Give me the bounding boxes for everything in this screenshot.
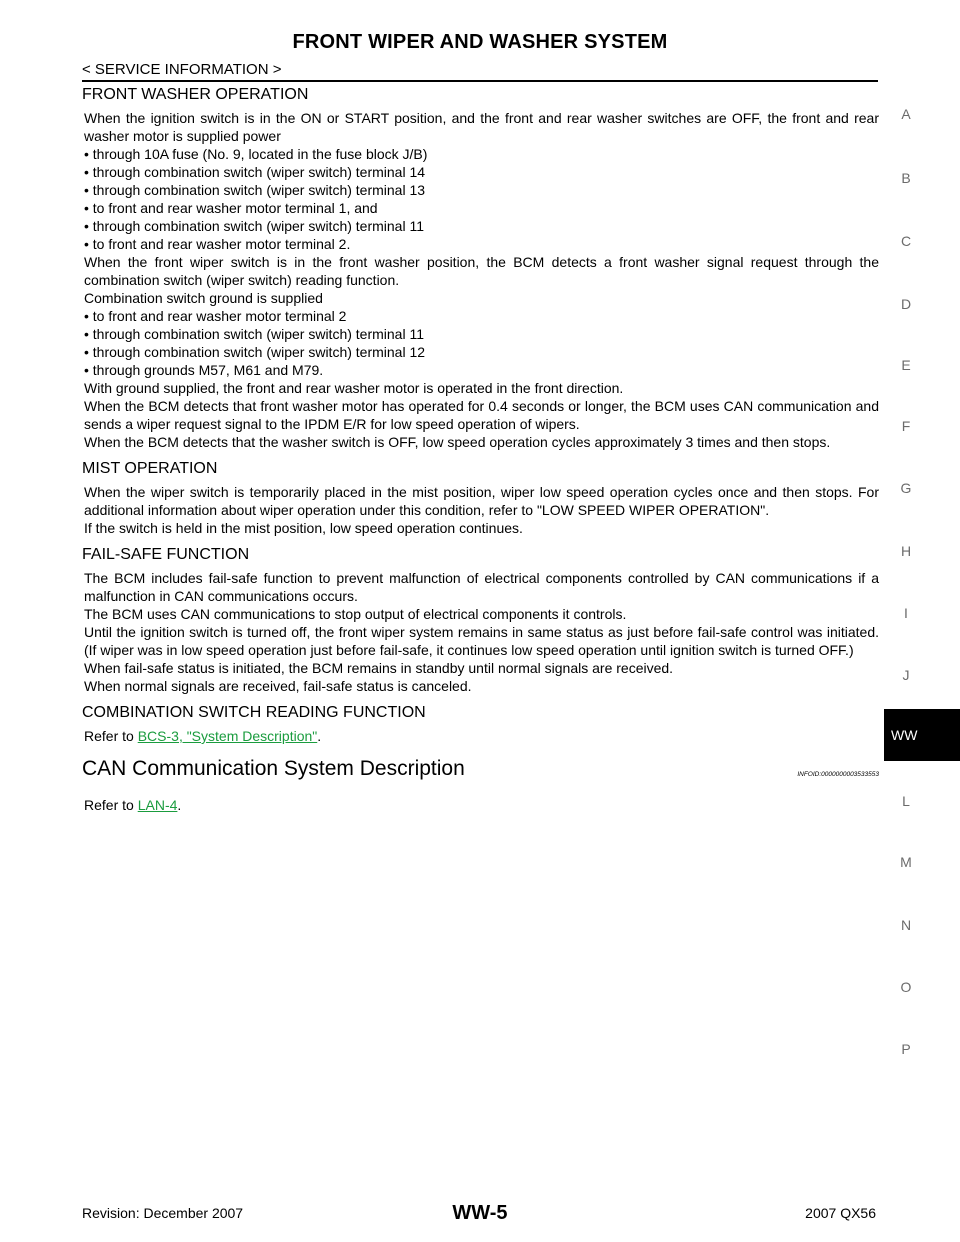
- index-tab-l[interactable]: L: [902, 793, 910, 809]
- mist-body: When the wiper switch is temporarily pla…: [82, 483, 879, 537]
- bullet-item: • through combination switch (wiper swit…: [84, 326, 424, 342]
- page-title: FRONT WIPER AND WASHER SYSTEM: [292, 31, 668, 53]
- paragraph: With ground supplied, the front and rear…: [84, 380, 624, 396]
- spacer: [82, 451, 879, 459]
- can-body: Refer to LAN-4.: [82, 796, 879, 814]
- reference-line: Refer to BCS-3, "System Description".: [84, 727, 879, 745]
- footer-revision: Revision: December 2007: [82, 1205, 244, 1221]
- index-tab-j[interactable]: J: [902, 667, 910, 683]
- index-tab-a[interactable]: A: [901, 106, 911, 122]
- index-tab-ww-active[interactable]: WW: [884, 709, 960, 761]
- bullet-item: • through combination switch (wiper swit…: [84, 344, 426, 360]
- paragraph: The BCM includes fail-safe function to p…: [84, 570, 879, 604]
- front-washer-section: FRONT WASHER OPERATION When the ignition…: [82, 85, 879, 451]
- paragraph: When the wiper switch is temporarily pla…: [84, 484, 879, 518]
- section-index-sidebar: A B C D E F G H I J WW L M N O P: [884, 0, 960, 1242]
- index-tab-g[interactable]: G: [900, 480, 912, 496]
- paragraph: When the front wiper switch is in the fr…: [84, 254, 879, 288]
- bcs-3-link[interactable]: BCS-3, "System Description": [137, 728, 318, 744]
- mist-heading: MIST OPERATION: [82, 460, 218, 477]
- refer-suffix: .: [317, 728, 322, 744]
- index-tab-c[interactable]: C: [900, 233, 912, 249]
- failsafe-section: FAIL-SAFE FUNCTION The BCM includes fail…: [82, 545, 879, 695]
- index-tab-m[interactable]: M: [900, 854, 912, 870]
- index-tab-o[interactable]: O: [900, 979, 912, 995]
- index-tab-p[interactable]: P: [901, 1041, 911, 1057]
- info-id: INFOID:0000000003533553: [797, 771, 879, 778]
- index-tab-i[interactable]: I: [904, 605, 908, 621]
- refer-suffix: .: [177, 797, 182, 813]
- index-tab-b[interactable]: B: [901, 170, 911, 186]
- bullet-item: • through combination switch (wiper swit…: [84, 218, 424, 234]
- bullet-item: • to front and rear washer motor termina…: [84, 200, 378, 216]
- paragraph: When the ignition switch is in the ON or…: [84, 110, 879, 144]
- paragraph: When normal signals are received, fail-s…: [84, 678, 472, 694]
- reference-line: Refer to LAN-4.: [84, 796, 879, 814]
- spacer: [82, 537, 879, 545]
- combination-body: Refer to BCS-3, "System Description".: [82, 727, 879, 745]
- refer-prefix: Refer to: [84, 728, 138, 744]
- bullet-item: • to front and rear washer motor termina…: [84, 308, 347, 324]
- index-tab-h[interactable]: H: [900, 543, 912, 559]
- front-washer-heading: FRONT WASHER OPERATION: [82, 86, 309, 103]
- index-tab-f[interactable]: F: [901, 418, 911, 434]
- index-tab-n[interactable]: N: [900, 917, 912, 933]
- can-section-title: CAN Communication System Description: [82, 757, 465, 780]
- paragraph: When fail-safe status is initiated, the …: [84, 660, 674, 676]
- can-title-row: CAN Communication System Description INF…: [82, 756, 879, 782]
- section-tag: < SERVICE INFORMATION >: [82, 61, 282, 78]
- combination-section: COMBINATION SWITCH READING FUNCTION Refe…: [82, 703, 879, 745]
- footer-model: 2007 QX56: [805, 1205, 876, 1221]
- paragraph: Combination switch ground is supplied: [84, 290, 323, 306]
- failsafe-heading: FAIL-SAFE FUNCTION: [82, 546, 250, 563]
- paragraph: The BCM uses CAN communications to stop …: [84, 606, 627, 622]
- index-tab-d[interactable]: D: [900, 296, 912, 312]
- bullet-item: • through grounds M57, M61 and M79.: [84, 362, 324, 378]
- paragraph: When the BCM detects that the washer swi…: [84, 434, 831, 450]
- header-divider: [82, 80, 878, 82]
- paragraph: When the BCM detects that front washer m…: [84, 398, 879, 432]
- footer-page-number: WW-5: [452, 1202, 508, 1224]
- refer-prefix: Refer to: [84, 797, 138, 813]
- mist-section: MIST OPERATION When the wiper switch is …: [82, 459, 879, 537]
- spacer: [82, 695, 879, 703]
- paragraph: Until the ignition switch is turned off,…: [84, 624, 879, 658]
- bullet-item: • through combination switch (wiper swit…: [84, 164, 426, 180]
- paragraph: If the switch is held in the mist positi…: [84, 520, 523, 536]
- bullet-item: • through combination switch (wiper swit…: [84, 182, 426, 198]
- index-tab-e[interactable]: E: [901, 357, 911, 373]
- failsafe-body: The BCM includes fail-safe function to p…: [82, 569, 879, 695]
- bullet-item: • to front and rear washer motor termina…: [84, 236, 351, 252]
- page-content: FRONT WASHER OPERATION When the ignition…: [82, 85, 879, 814]
- bullet-item: • through 10A fuse (No. 9, located in th…: [84, 146, 428, 162]
- lan-4-link[interactable]: LAN-4: [137, 797, 178, 813]
- combination-heading: COMBINATION SWITCH READING FUNCTION: [82, 704, 426, 721]
- front-washer-body: When the ignition switch is in the ON or…: [82, 109, 879, 451]
